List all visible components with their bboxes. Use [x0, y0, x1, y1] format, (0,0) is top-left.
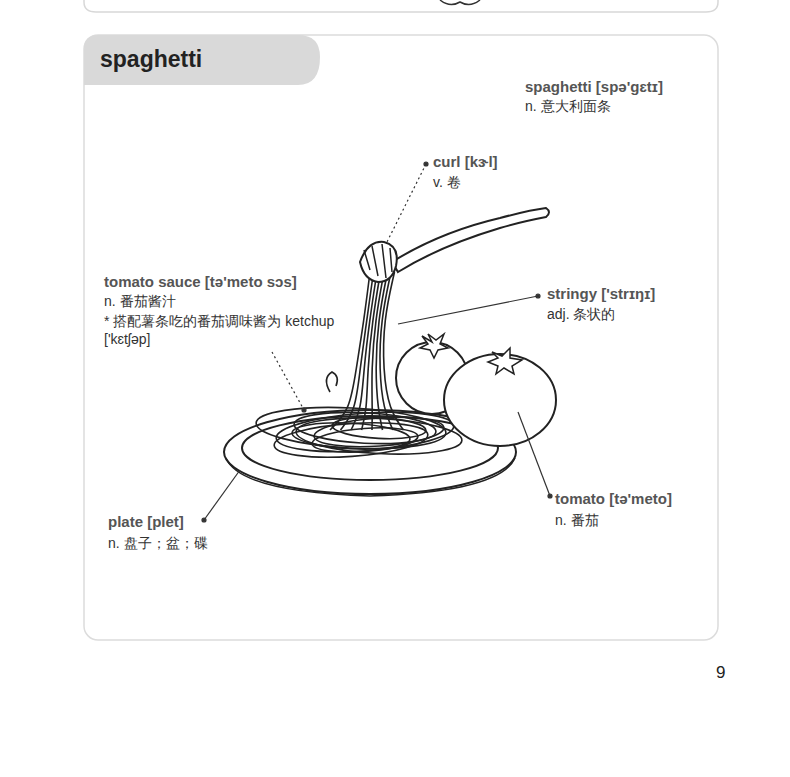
noodle-loop	[273, 418, 429, 461]
noodle-strand	[341, 272, 374, 430]
fork-drawing	[360, 208, 549, 282]
definition: adj. 条状的	[547, 306, 615, 324]
noodle-loop	[295, 414, 463, 458]
noodle-strand	[330, 272, 370, 430]
spaghetti-strands	[330, 272, 404, 430]
noodle-loop	[313, 413, 445, 450]
definition: n. 盘子；盆；碟	[108, 535, 208, 553]
noodle-loop	[332, 415, 427, 441]
headword: plate [plet]	[108, 513, 184, 532]
usage-note: * 搭配薯条吃的番茄调味酱为 ketchup ['kɛtʃəp]	[104, 313, 344, 348]
noodle-loop	[291, 420, 410, 452]
noodle-curl	[326, 372, 337, 392]
headword: spaghetti [spə'gɛtɪ]	[525, 78, 663, 97]
definition: v. 卷	[433, 174, 461, 192]
headword: tomato [tə'meto]	[555, 490, 672, 509]
tomato-drawing	[396, 334, 556, 446]
headword: curl [kɝl]	[433, 153, 498, 172]
headword: tomato sauce [tə'meto sɔs]	[104, 273, 297, 292]
page-number: 9	[716, 662, 725, 683]
headword: stringy ['strɪŋɪ]	[547, 285, 655, 304]
leader-lines	[202, 162, 552, 522]
previous-card-edge	[84, 0, 718, 12]
card-title: spaghetti	[100, 46, 202, 73]
definition: n. 番茄	[555, 512, 599, 530]
title-tab	[84, 35, 320, 85]
previous-card-ornament	[440, 0, 480, 5]
noodle-strand	[384, 272, 404, 430]
definition: n. 意大利面条	[525, 98, 611, 116]
card-frame	[84, 35, 718, 640]
definition: n. 番茄酱汁	[104, 293, 176, 311]
